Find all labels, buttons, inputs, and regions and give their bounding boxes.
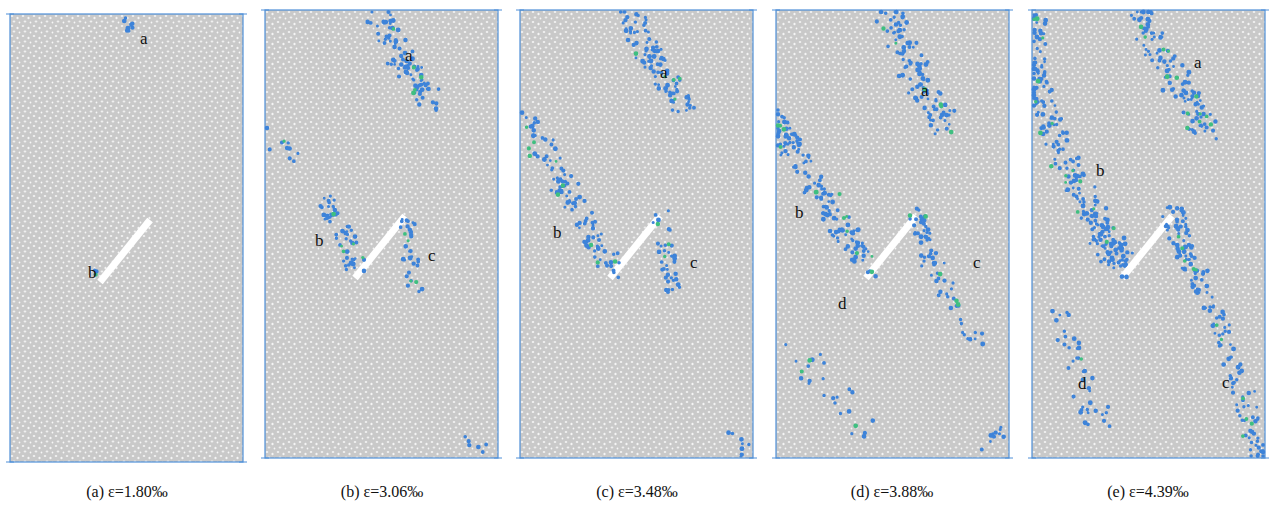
corner-tick xyxy=(516,10,757,458)
specimen-panels xyxy=(6,10,1269,462)
specimen-panel xyxy=(516,10,757,458)
panel-caption: (a) ε=1.80‰ xyxy=(86,484,168,500)
crack-letter: b xyxy=(1096,162,1105,179)
specimen-body xyxy=(520,10,753,458)
microcrack-cluster xyxy=(1032,10,1266,459)
crack-letter: a xyxy=(140,30,148,47)
specimen-body xyxy=(776,10,1009,458)
corner-tick xyxy=(6,14,247,462)
corner-tick xyxy=(772,10,1013,458)
microcrack-cluster xyxy=(776,26,961,428)
crack-letter: d xyxy=(838,295,847,312)
microcrack-cluster xyxy=(93,16,135,276)
microcrack-cluster xyxy=(1032,16,1254,438)
specimen-panel xyxy=(1028,10,1269,459)
specimen-panel xyxy=(772,10,1013,458)
specimen-panel xyxy=(261,10,502,458)
crack-letter: d xyxy=(1078,375,1087,392)
pre-existing-flaw xyxy=(355,216,405,278)
pre-existing-flaw xyxy=(100,220,150,282)
panel-caption: (e) ε=4.39‰ xyxy=(1107,484,1189,500)
crack-letter: c xyxy=(428,247,436,264)
corner-tick xyxy=(261,10,502,458)
corner-tick xyxy=(1028,10,1269,458)
crack-letter: c xyxy=(973,254,981,271)
crack-letter: b xyxy=(553,224,562,241)
specimen-panel xyxy=(6,14,247,462)
microcrack-cluster xyxy=(265,10,488,454)
microcrack-cluster xyxy=(525,51,682,264)
microcrack-cluster xyxy=(776,10,1006,452)
crack-letter: c xyxy=(1222,374,1230,391)
specimen-body xyxy=(10,14,243,462)
crack-letter: a xyxy=(660,64,668,81)
pre-existing-flaw xyxy=(866,216,916,278)
panel-caption: (b) ε=3.06‰ xyxy=(341,484,423,500)
microcrack-cluster xyxy=(520,10,751,457)
crack-letter: a xyxy=(1194,54,1202,71)
crack-letter: b xyxy=(795,204,804,221)
panel-caption: (d) ε=3.88‰ xyxy=(851,484,933,500)
crack-letter: a xyxy=(405,47,413,64)
pre-existing-flaw xyxy=(610,216,660,278)
crack-letter: b xyxy=(315,232,324,249)
panel-caption: (c) ε=3.48‰ xyxy=(596,484,678,500)
microcrack-cluster xyxy=(282,27,423,284)
crack-letter: b xyxy=(88,264,97,281)
crack-letter: c xyxy=(690,254,698,271)
specimen-body xyxy=(1032,10,1265,458)
crack-letter: a xyxy=(921,82,929,99)
specimen-body xyxy=(265,10,498,458)
